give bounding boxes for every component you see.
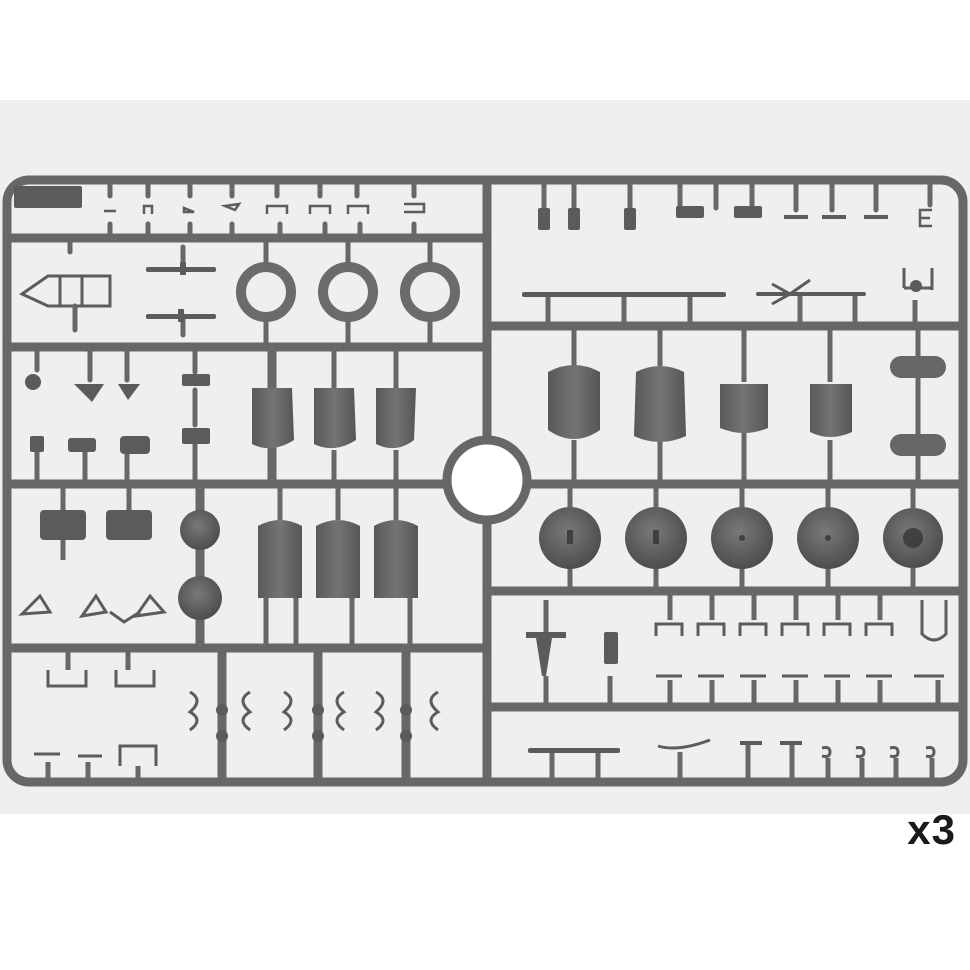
rod-parts — [146, 262, 216, 322]
row2-gates — [72, 244, 186, 338]
sprue-tag — [14, 186, 82, 208]
row6-small-hooks — [657, 738, 936, 758]
row5-right-gates — [543, 591, 941, 707]
wheel-gates — [567, 484, 916, 591]
top-right-gates — [541, 179, 933, 213]
handle-knob — [910, 280, 922, 292]
ring-gates — [263, 238, 433, 347]
seat-gates-lower — [263, 484, 413, 648]
seat-gates-upper — [269, 347, 399, 484]
tyre-rings — [236, 262, 460, 322]
quantity-label: x3 — [907, 806, 956, 853]
seat-backs-lower — [258, 520, 418, 598]
top-right-small-parts — [538, 206, 888, 230]
arrow-part — [771, 278, 811, 306]
central-gate-ring — [442, 435, 532, 525]
row3-gates — [34, 344, 198, 487]
seat-backs-upper — [252, 388, 416, 449]
row6-right-parts — [528, 741, 802, 753]
row3-right-gates — [571, 326, 921, 484]
axle-frame-part — [18, 274, 112, 308]
fender-parts — [548, 365, 852, 442]
row5-left-parts — [34, 670, 158, 766]
row4-left-parts — [40, 510, 222, 620]
wheel-hubs — [567, 528, 923, 548]
top-left-small-parts — [67, 179, 417, 255]
e-bracket — [918, 208, 932, 228]
rod-gates — [545, 296, 918, 326]
row5-right-parts — [526, 632, 618, 676]
staple-parts — [654, 600, 948, 678]
row3-small-parts — [25, 374, 210, 454]
row6-gates — [549, 745, 935, 782]
hook-parts — [187, 690, 441, 732]
top-left-part-outlines — [104, 202, 426, 214]
tank-parts — [890, 356, 946, 456]
long-rods — [522, 292, 866, 297]
hook-hubs — [216, 704, 412, 742]
bracket-parts — [18, 593, 167, 624]
row5-gates — [45, 648, 141, 782]
row4-gates — [60, 484, 132, 560]
